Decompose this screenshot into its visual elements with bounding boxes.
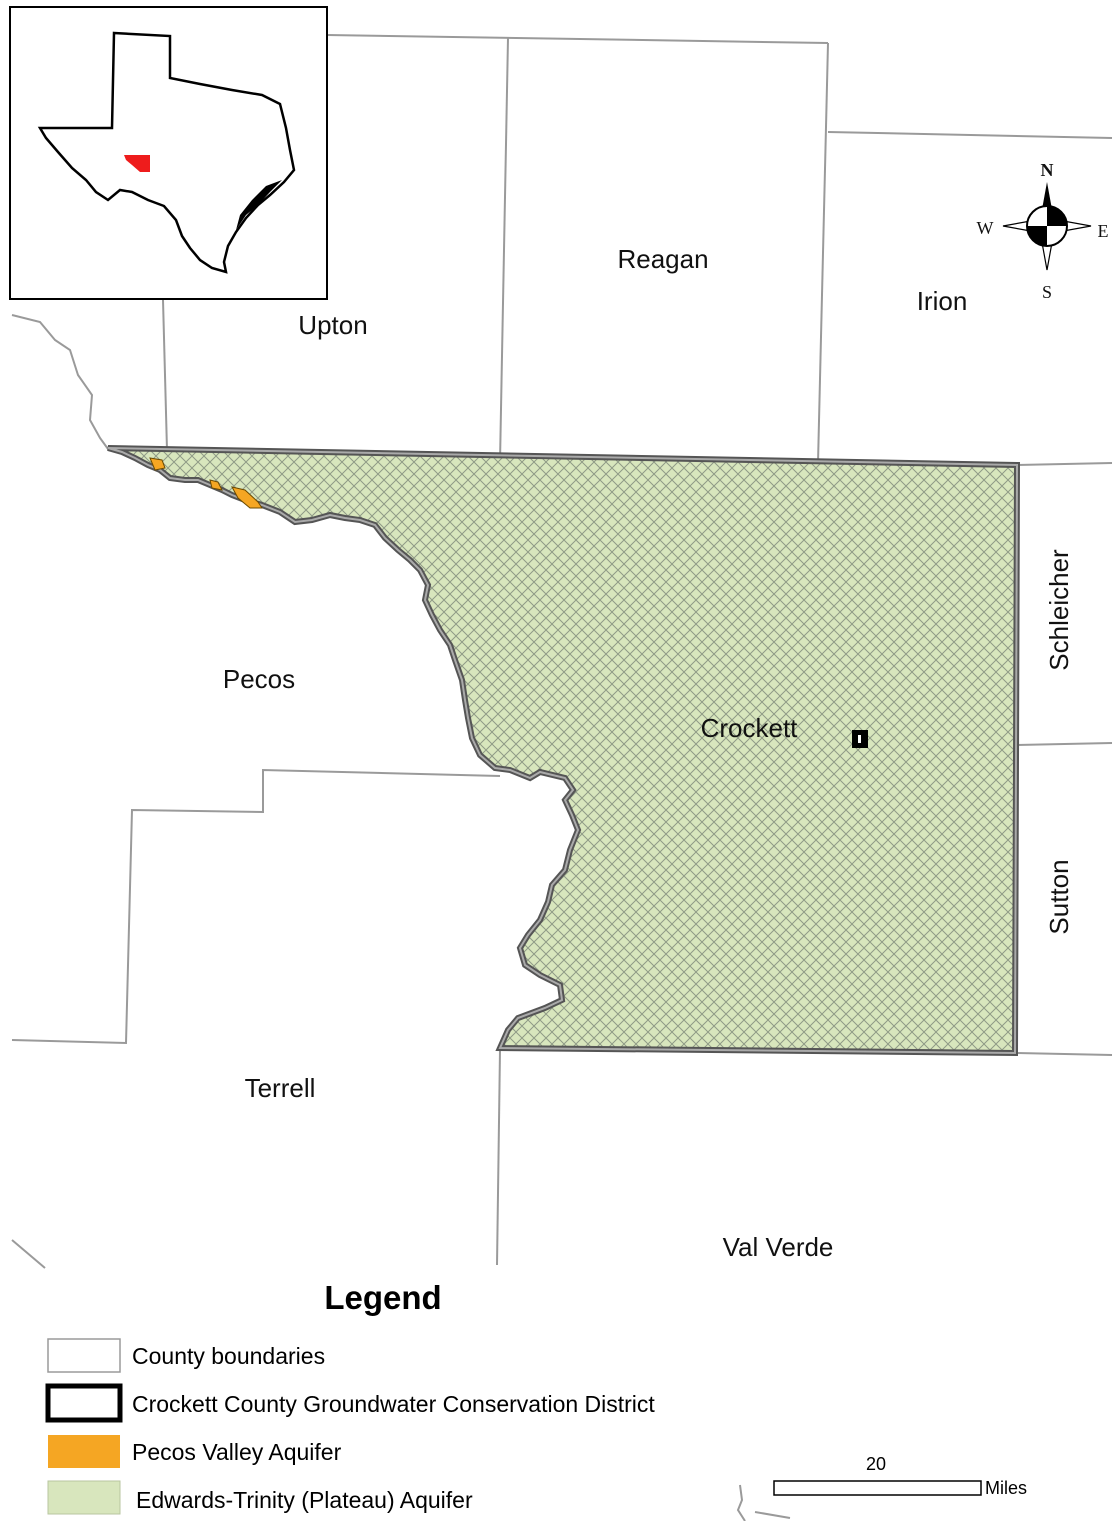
legend-swatch-pecos <box>48 1435 120 1468</box>
legend-label-pecos: Pecos Valley Aquifer <box>132 1439 342 1465</box>
county-label-sutton: Sutton <box>1044 859 1074 934</box>
county-label-terrell: Terrell <box>245 1073 316 1103</box>
legend-swatch-district <box>45 1383 123 1423</box>
legend-title: Legend <box>324 1279 441 1316</box>
legend: Legend County boundaries Crockett County… <box>45 1279 655 1515</box>
texas-outline <box>37 31 296 274</box>
county-label-reagan: Reagan <box>617 244 708 274</box>
county-label-upton: Upton <box>298 310 367 340</box>
compass-w: W <box>977 218 994 238</box>
county-label-crockett: Crockett <box>701 713 799 743</box>
compass-e: E <box>1098 221 1109 241</box>
compass-n: N <box>1041 160 1054 180</box>
county-boundaries <box>11 34 1113 1521</box>
edwards-trinity-aquifer-area <box>107 445 1021 1057</box>
county-label-val-verde: Val Verde <box>723 1232 834 1262</box>
scale-unit: Miles <box>985 1478 1027 1498</box>
district-boundary <box>107 447 1019 1055</box>
scale-bar: 20 Miles <box>773 1454 1027 1498</box>
legend-label-edwards: Edwards-Trinity (Plateau) Aquifer <box>136 1487 473 1513</box>
county-label-pecos: Pecos <box>223 664 295 694</box>
crockett-county-highlight <box>124 155 150 172</box>
scale-value: 20 <box>866 1454 886 1474</box>
pecos-valley-aquifer-area <box>149 457 263 509</box>
legend-swatch-county <box>47 1338 121 1373</box>
compass-s: S <box>1042 282 1052 302</box>
legend-label-district: Crockett County Groundwater Conservation… <box>132 1391 655 1417</box>
county-label-irion: Irion <box>917 286 968 316</box>
north-arrow-compass: N S E W <box>977 160 1109 302</box>
county-label-schleicher: Schleicher <box>1044 549 1074 671</box>
district-office-marker <box>852 730 868 748</box>
legend-swatch-edwards <box>47 1480 121 1515</box>
legend-label-county: County boundaries <box>132 1343 325 1369</box>
inset-map <box>9 6 328 300</box>
